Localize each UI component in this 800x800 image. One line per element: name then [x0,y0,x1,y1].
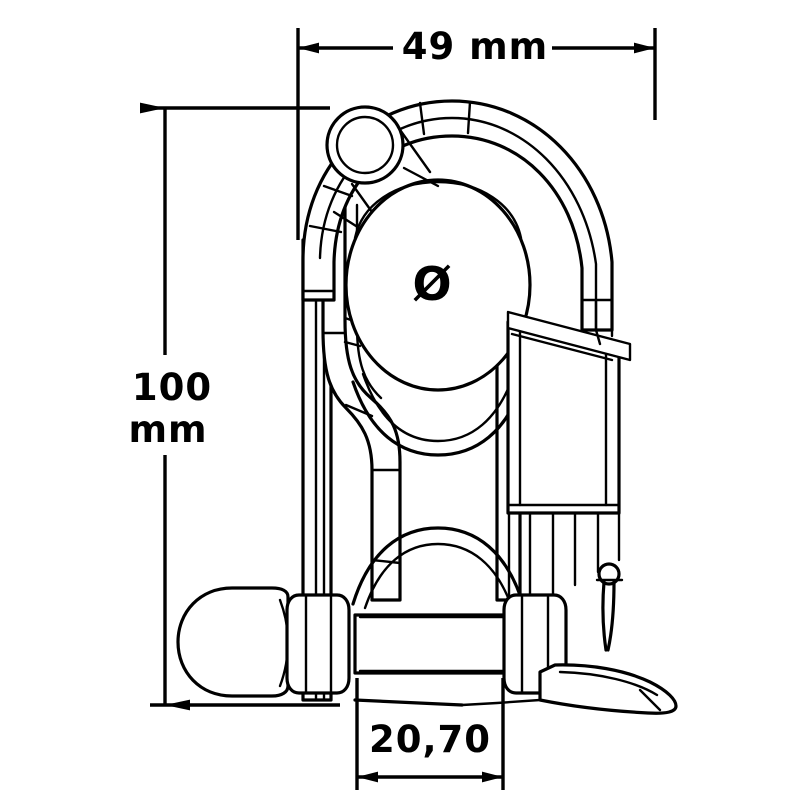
dimension-height-100mm: 100 mm [128,102,340,711]
lower-foot-lever [460,663,678,715]
dimension-label-height-line1: 100 [132,366,212,409]
ring-strut [332,125,440,228]
right-housing-box [506,310,632,515]
central-disc [344,178,532,392]
dimension-label-base: 20,70 [369,718,491,761]
assembly-bottom-edge [353,698,464,707]
lower-cross-bar [353,613,510,675]
dimension-label-width: 49 mm [402,25,548,68]
cotter-pin [595,562,624,652]
dimension-base-2070: 20,70 [355,678,505,790]
left-grip-knob [176,586,290,698]
part-geometry [176,99,678,715]
dimension-width-49mm: 49 mm [296,25,657,240]
arch-leg-joint [580,266,614,346]
lower-waist-arc [351,526,525,610]
housing-rods [528,511,621,602]
upper-pivot-ring [325,105,405,185]
diameter-symbol: Ø [412,257,451,311]
upper-waist-arc [351,372,525,457]
dimension-label-height-line2: mm [128,408,207,451]
left-rounded-block [285,593,351,695]
